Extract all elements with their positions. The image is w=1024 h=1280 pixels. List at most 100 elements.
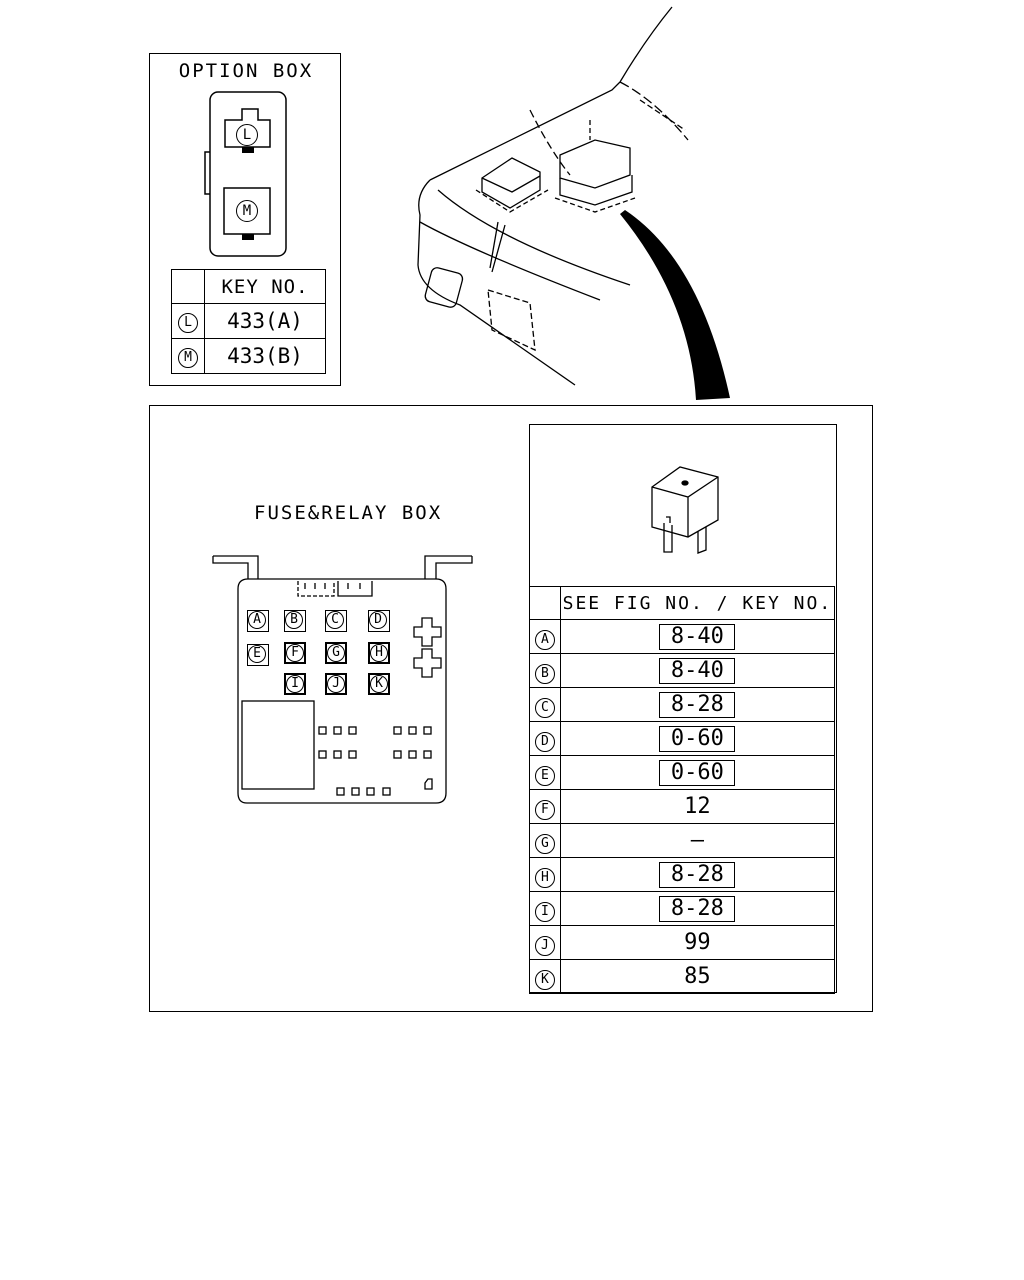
relay-terminal-1 xyxy=(663,523,673,553)
relay-plus-2 xyxy=(413,648,442,678)
connector-m-pin xyxy=(242,234,254,240)
ref-table: SEE FIG NO. / KEY NO. A 8-40 B 8-40 C 8-… xyxy=(528,424,837,994)
connector-l-label: L xyxy=(236,124,258,146)
option-box-drawing xyxy=(204,91,287,257)
ref-table-value: 8-40 xyxy=(659,657,736,684)
front-body xyxy=(417,179,576,386)
ref-table-value: 85 xyxy=(684,964,711,989)
ref-table-value: 8-40 xyxy=(659,623,736,650)
option-box-title: OPTION BOX xyxy=(178,60,314,82)
fuse-box-left xyxy=(481,157,541,209)
left-ear xyxy=(213,555,259,579)
fender-line xyxy=(437,189,631,286)
slot-label: J xyxy=(327,675,345,693)
fuse-relay-box-drawing xyxy=(212,555,473,804)
slot-label: E xyxy=(248,645,266,663)
ref-table-row: B 8-40 xyxy=(528,653,835,688)
connector-l xyxy=(224,108,271,148)
headlight xyxy=(424,267,464,308)
circled-letter: D xyxy=(534,731,555,752)
fuse-box-body xyxy=(237,578,447,804)
relay-block xyxy=(559,139,631,189)
option-key-header: KEY NO. xyxy=(204,269,326,304)
option-box-tab xyxy=(204,151,210,195)
option-key-value: 433(B) xyxy=(204,338,326,374)
circled-letter: B xyxy=(534,663,555,684)
option-box-housing xyxy=(209,91,287,257)
slot-f: F xyxy=(284,642,306,664)
fuse-relay-panel: FUSE&RELAY BOX xyxy=(149,405,873,1012)
ref-table-grid: SEE FIG NO. / KEY NO. A 8-40 B 8-40 C 8-… xyxy=(528,586,835,994)
relay-image xyxy=(651,466,719,554)
circled-letter: M xyxy=(178,348,198,368)
slot-label: A xyxy=(248,611,266,629)
ref-table-row: D 0-60 xyxy=(528,721,835,756)
ref-table-row: K 85 xyxy=(528,959,835,994)
ref-table-value: 99 xyxy=(684,930,711,955)
hood-front xyxy=(429,81,621,181)
option-key-value: 433(A) xyxy=(204,303,326,339)
slot-h: H xyxy=(368,642,390,664)
circled-letter: G xyxy=(534,833,555,854)
hood-edge xyxy=(619,81,689,141)
circled-letter: H xyxy=(534,867,555,888)
slot-c: C xyxy=(325,610,347,632)
ref-table-row: A 8-40 xyxy=(528,619,835,654)
slot-a: A xyxy=(247,610,269,632)
pointer-arrow xyxy=(620,210,730,400)
grille xyxy=(487,289,536,352)
slot-j: J xyxy=(325,673,347,695)
slot-label: F xyxy=(286,644,304,662)
pillar-a xyxy=(491,224,506,273)
slot-e: E xyxy=(247,644,269,666)
bumper-line xyxy=(419,221,601,301)
ref-table-value: 0-60 xyxy=(659,759,736,786)
right-ear xyxy=(424,555,472,579)
slot-label: I xyxy=(286,675,304,693)
ref-table-row: E 0-60 xyxy=(528,755,835,790)
top-block-1 xyxy=(297,581,335,597)
slot-label: B xyxy=(285,611,303,629)
ref-table-row: G — xyxy=(528,823,835,858)
slot-label: K xyxy=(370,675,388,693)
circled-letter: L xyxy=(178,313,198,333)
ref-table-row: I 8-28 xyxy=(528,891,835,926)
ref-table-header-row: SEE FIG NO. / KEY NO. xyxy=(528,586,835,620)
circled-letter: A xyxy=(534,629,555,650)
relay-terminal-2 xyxy=(697,527,707,554)
option-box-panel: OPTION BOX L M KEY NO. L 433(A) M xyxy=(149,53,341,386)
option-key-row: M 433(B) xyxy=(171,338,326,374)
slot-label: G xyxy=(327,644,345,662)
circled-letter: E xyxy=(534,765,555,786)
relay-plus-1 xyxy=(413,617,442,647)
module-block xyxy=(241,700,315,790)
fuse-relay-title: FUSE&RELAY BOX xyxy=(254,502,443,524)
top-block-2 xyxy=(337,581,373,597)
pillar-b xyxy=(489,221,499,269)
circled-letter: C xyxy=(534,697,555,718)
option-key-header-row: KEY NO. xyxy=(171,269,326,304)
ref-table-row: F 12 xyxy=(528,789,835,824)
slot-label: C xyxy=(326,611,344,629)
slot-b: B xyxy=(284,610,306,632)
ref-table-row: H 8-28 xyxy=(528,857,835,892)
slot-g: G xyxy=(325,642,347,664)
ref-table-header: SEE FIG NO. / KEY NO. xyxy=(560,586,835,620)
slot-label: H xyxy=(370,644,388,662)
ref-table-row: J 99 xyxy=(528,925,835,960)
relay-body xyxy=(651,466,719,538)
ref-table-value: 8-28 xyxy=(659,691,736,718)
windshield-line xyxy=(619,6,673,83)
option-key-table: KEY NO. L 433(A) M 433(B) xyxy=(171,269,326,374)
circled-letter: K xyxy=(534,969,555,990)
ref-table-value: 12 xyxy=(684,794,711,819)
slot-i: I xyxy=(284,673,306,695)
connector-l-pin xyxy=(242,147,254,153)
ref-table-value: 0-60 xyxy=(659,725,736,752)
slot-k: K xyxy=(368,673,390,695)
engine-bay-sketch xyxy=(417,6,730,400)
circled-letter: F xyxy=(534,799,555,820)
slot-label: D xyxy=(369,611,387,629)
ref-table-value: — xyxy=(690,828,705,853)
connector-m-label: M xyxy=(236,200,258,222)
